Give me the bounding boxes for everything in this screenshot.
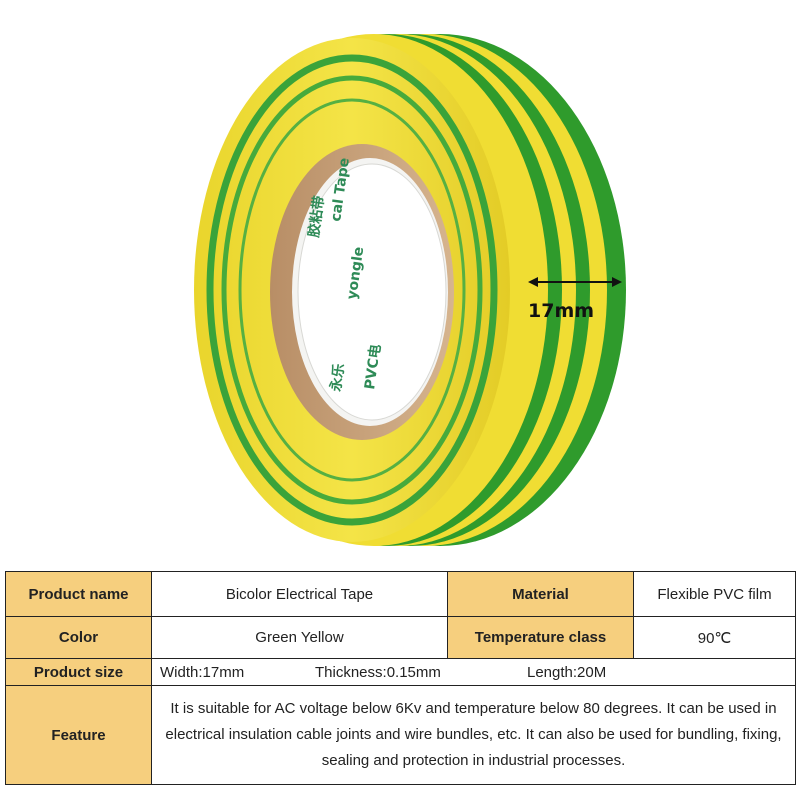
product-size-value: Width:17mm Thickness:0.15mm Length:20M xyxy=(151,658,796,686)
color-value: Green Yellow xyxy=(151,616,448,659)
tape-roll-photo: 胶粘带 cal Tape yongle PVC电 永乐 xyxy=(194,34,626,546)
material-key: Material xyxy=(447,571,634,617)
tape-core: 胶粘带 cal Tape yongle PVC电 永乐 xyxy=(270,144,454,440)
product-size-key: Product size xyxy=(5,658,152,686)
temperature-key: Temperature class xyxy=(447,616,634,659)
spec-table: Product name Bicolor Electrical Tape Mat… xyxy=(5,571,796,785)
table-row: Feature It is suitable for AC voltage be… xyxy=(5,685,796,785)
core-print-3: yongle xyxy=(344,246,367,301)
dimension-label: 17mm xyxy=(528,300,595,322)
size-thickness: Thickness:0.15mm xyxy=(315,663,441,681)
core-print-1: 胶粘带 xyxy=(305,195,328,239)
table-row: Product name Bicolor Electrical Tape Mat… xyxy=(5,571,796,617)
color-key: Color xyxy=(5,616,152,659)
core-print-4: PVC电 xyxy=(361,343,384,390)
product-name-value: Bicolor Electrical Tape xyxy=(151,571,448,617)
feature-key: Feature xyxy=(5,685,152,785)
product-name-key: Product name xyxy=(5,571,152,617)
temperature-value: 90℃ xyxy=(633,616,796,659)
feature-value: It is suitable for AC voltage below 6Kv … xyxy=(151,685,796,785)
size-length: Length:20M xyxy=(527,663,607,681)
core-print-5: 永乐 xyxy=(327,362,348,393)
size-width: Width:17mm xyxy=(160,663,245,681)
table-row: Color Green Yellow Temperature class 90℃ xyxy=(5,616,796,659)
table-row: Product size Width:17mm Thickness:0.15mm L… xyxy=(5,658,796,686)
material-value: Flexible PVC film xyxy=(633,571,796,617)
dimension-arrow xyxy=(528,277,622,287)
